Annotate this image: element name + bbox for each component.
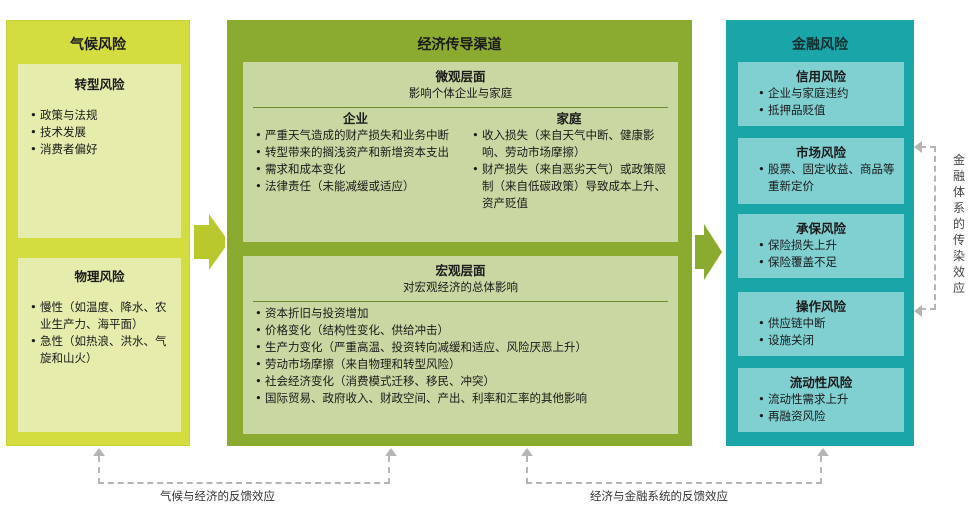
economic-transmission-column: 经济传导渠道 微观层面 影响个体企业与家庭 企业 严重天气造成的财产损失和业务中… <box>225 18 694 448</box>
credit-risk-title: 信用风险 <box>795 69 846 84</box>
physical-risk-list: 慢性（如温度、降水、农业生产力、海平面） 急性（如热浪、洪水、气旋和山火） <box>28 299 171 367</box>
list-item: 抵押品贬值 <box>756 102 896 119</box>
micro-level-panel: 微观层面 影响个体企业与家庭 企业 严重天气造成的财产损失和业务中断 转型带来的… <box>243 62 678 242</box>
climate-risk-column: 气候风险 转型风险 政策与法规 技术发展 消费者偏好 物理风险 慢性（如温度、降… <box>4 18 192 448</box>
transition-risk-title: 转型风险 <box>74 77 125 92</box>
list-item: 法律责任（未能减缓或适应） <box>253 178 458 195</box>
list-item: 技术发展 <box>28 124 171 141</box>
list-item: 国际贸易、政府收入、财政空间、产出、利率和汇率的其他影响 <box>253 390 668 407</box>
list-item: 慢性（如温度、降水、农业生产力、海平面） <box>28 299 171 333</box>
list-item: 严重天气造成的财产损失和业务中断 <box>253 127 458 144</box>
economic-transmission-title: 经济传导渠道 <box>417 37 502 53</box>
arrow-left-icon <box>914 305 922 317</box>
arrow-up-icon <box>93 448 105 456</box>
liquidity-risk-title: 流动性风险 <box>789 375 853 390</box>
list-item: 设施关闭 <box>756 332 896 349</box>
firms-section: 企业 严重天气造成的财产损失和业务中断 转型带来的搁浅资产和新增资本支出 需求和… <box>253 110 458 212</box>
physical-risk-panel: 物理风险 慢性（如温度、降水、农业生产力、海平面） 急性（如热浪、洪水、气旋和山… <box>18 258 181 432</box>
list-item: 保险损失上升 <box>756 237 896 254</box>
liquidity-risk-panel: 流动性风险 流动性需求上升 再融资风险 <box>738 368 904 432</box>
list-item: 保险覆盖不足 <box>756 254 896 271</box>
list-item: 急性（如热浪、洪水、气旋和山火） <box>28 333 171 367</box>
operational-risk-title: 操作风险 <box>795 299 846 314</box>
financial-risk-column: 金融风险 信用风险 企业与家庭违约 抵押品贬值 市场风险 股票、固定收益、商品等… <box>724 18 916 448</box>
physical-risk-title: 物理风险 <box>74 269 125 284</box>
list-item: 社会经济变化（消费模式迁移、移民、冲突） <box>253 373 668 390</box>
list-item: 政策与法规 <box>28 107 171 124</box>
transition-risk-panel: 转型风险 政策与法规 技术发展 消费者偏好 <box>18 64 181 238</box>
micro-level-subtitle: 影响个体企业与家庭 <box>408 86 513 100</box>
macro-level-list: 资本折旧与投资增加 价格变化（结构性变化、供给冲击） 生产力变化（严重高温、投资… <box>253 305 668 407</box>
households-title: 家庭 <box>556 111 582 126</box>
micro-level-title: 微观层面 <box>435 69 486 84</box>
list-item: 消费者偏好 <box>28 141 171 158</box>
transition-risk-list: 政策与法规 技术发展 消费者偏好 <box>28 107 171 158</box>
list-item: 劳动市场摩擦（来自物理和转型风险） <box>253 356 668 373</box>
list-item: 财产损失（来自恶劣天气）或政策限制（来自低碳政策）导致成本上升、资产贬值 <box>470 161 668 212</box>
list-item: 需求和成本变化 <box>253 161 458 178</box>
operational-risk-panel: 操作风险 供应链中断 设施关闭 <box>738 292 904 356</box>
list-item: 生产力变化（严重高温、投资转向减缓和适应、风险厌恶上升） <box>253 339 668 356</box>
divider <box>253 107 668 108</box>
list-item: 价格变化（结构性变化、供给冲击） <box>253 322 668 339</box>
macro-level-panel: 宏观层面 对宏观经济的总体影响 资本折旧与投资增加 价格变化（结构性变化、供给冲… <box>243 256 678 434</box>
macro-level-subtitle: 对宏观经济的总体影响 <box>403 280 518 294</box>
list-item: 再融资风险 <box>756 408 896 425</box>
list-item: 收入损失（来自天气中断、健康影响、劳动市场摩擦） <box>470 127 668 161</box>
arrow-up-icon <box>817 448 829 456</box>
list-item: 企业与家庭违约 <box>756 85 896 102</box>
firms-title: 企业 <box>342 111 368 126</box>
list-item: 流动性需求上升 <box>756 391 896 408</box>
list-item: 资本折旧与投资增加 <box>253 305 668 322</box>
credit-risk-panel: 信用风险 企业与家庭违约 抵押品贬值 <box>738 62 904 126</box>
financial-risk-title: 金融风险 <box>792 37 848 53</box>
feedback-caption-climate-econ: 气候与经济的反馈效应 <box>160 489 275 503</box>
macro-level-title: 宏观层面 <box>435 263 486 278</box>
underwriting-risk-title: 承保风险 <box>795 221 846 236</box>
households-section: 家庭 收入损失（来自天气中断、健康影响、劳动市场摩擦） 财产损失（来自恶劣天气）… <box>470 110 668 212</box>
list-item: 股票、固定收益、商品等重新定价 <box>756 161 896 195</box>
arrow-left-icon <box>914 141 922 153</box>
divider <box>253 301 668 302</box>
list-item: 供应链中断 <box>756 315 896 332</box>
arrow-up-icon <box>521 448 533 456</box>
market-risk-title: 市场风险 <box>795 145 846 160</box>
list-item: 转型带来的搁浅资产和新增资本支出 <box>253 144 458 161</box>
arrow-up-icon <box>385 448 397 456</box>
feedback-caption-econ-fin: 经济与金融系统的反馈效应 <box>590 489 728 503</box>
market-risk-panel: 市场风险 股票、固定收益、商品等重新定价 <box>738 138 904 204</box>
underwriting-risk-panel: 承保风险 保险损失上升 保险覆盖不足 <box>738 214 904 278</box>
climate-risk-title: 气候风险 <box>70 37 126 53</box>
contagion-caption: 金融体系的传染效应 <box>952 153 965 295</box>
